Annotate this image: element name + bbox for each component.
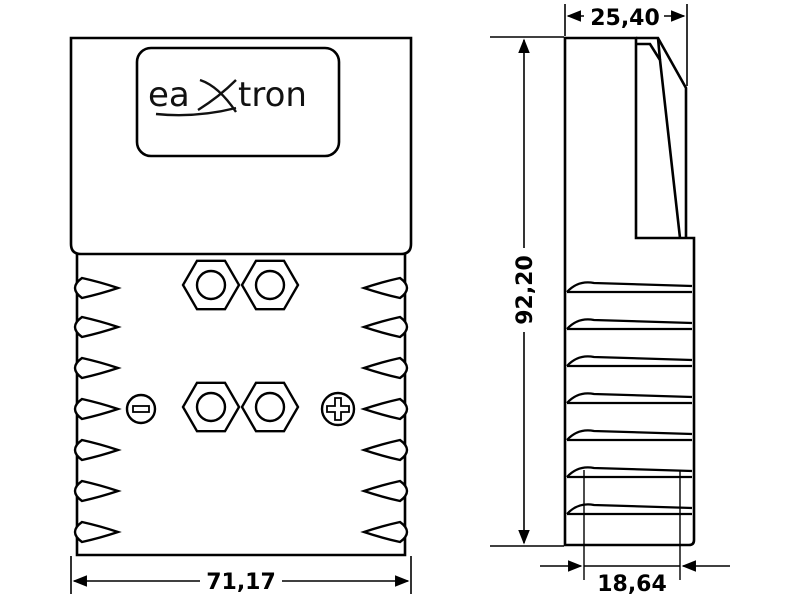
logo: ea tron — [148, 75, 307, 117]
side-ridge-fin — [566, 281, 693, 293]
terminal-hole — [195, 391, 227, 423]
side-ridge-fin — [566, 503, 693, 515]
grip-ridge-left — [73, 276, 122, 300]
grip-ridge-right — [360, 356, 409, 380]
side-ridge-fin — [566, 466, 693, 478]
depth-bottom-label-bg — [592, 568, 672, 596]
grip-ridge-right — [360, 276, 409, 300]
grip-ridge-left — [73, 397, 122, 421]
polarity-symbols: − + — [125, 391, 356, 427]
hex-nut — [181, 381, 241, 433]
height-label: 92,20 — [513, 255, 538, 325]
side-projection-lines — [583, 470, 681, 580]
side-latch-tip — [656, 37, 662, 61]
width-label-bg — [200, 566, 282, 594]
grip-ridge-right — [360, 438, 409, 462]
logo-plate — [135, 46, 341, 158]
grip-ridge-right — [360, 397, 409, 421]
hex-nut — [240, 381, 300, 433]
front-view — [69, 36, 413, 557]
hex-terminals — [181, 259, 300, 433]
grip-ridge-left — [73, 479, 122, 503]
side-latch-inner — [636, 42, 682, 239]
grip-ridge-left — [73, 520, 122, 544]
terminal-hole — [254, 269, 286, 301]
negative-symbol-bar — [132, 405, 150, 413]
side-ridge-fin — [566, 429, 693, 441]
height-label-bg — [508, 248, 540, 332]
hex-nut — [240, 259, 300, 311]
terminal-hole — [254, 391, 286, 423]
width-label: 71,17 — [206, 570, 276, 595]
grip-ridge-right — [360, 520, 409, 544]
terminal-hole — [195, 269, 227, 301]
grip-ridge-left — [73, 356, 122, 380]
positive-symbol-circle — [320, 391, 356, 427]
logo-text-suffix: tron — [238, 75, 307, 115]
positive-symbol-cross — [326, 397, 350, 421]
negative-symbol-circle — [125, 393, 157, 425]
side-view — [563, 36, 696, 547]
front-upper-housing — [69, 36, 413, 256]
grip-ridge-right — [360, 479, 409, 503]
side-ridge-fin — [566, 318, 693, 330]
grip-ridges — [73, 276, 409, 544]
front-lower-housing — [75, 254, 407, 557]
side-outline — [563, 36, 696, 547]
grip-ridge-left — [73, 315, 122, 339]
logo-text-prefix: ea — [148, 75, 190, 115]
depth-bottom-label: 18,64 — [597, 572, 667, 597]
depth-top-label: 25,40 — [590, 6, 660, 31]
hex-nut — [181, 259, 241, 311]
grip-ridge-left — [73, 438, 122, 462]
side-ridges — [566, 281, 693, 516]
grip-ridge-right — [360, 315, 409, 339]
side-latch-outer — [636, 36, 688, 238]
side-ridge-fin — [566, 355, 693, 367]
logo-x-mark — [155, 78, 237, 117]
depth-top-label-bg — [584, 2, 664, 30]
side-ridge-fin — [566, 392, 693, 404]
